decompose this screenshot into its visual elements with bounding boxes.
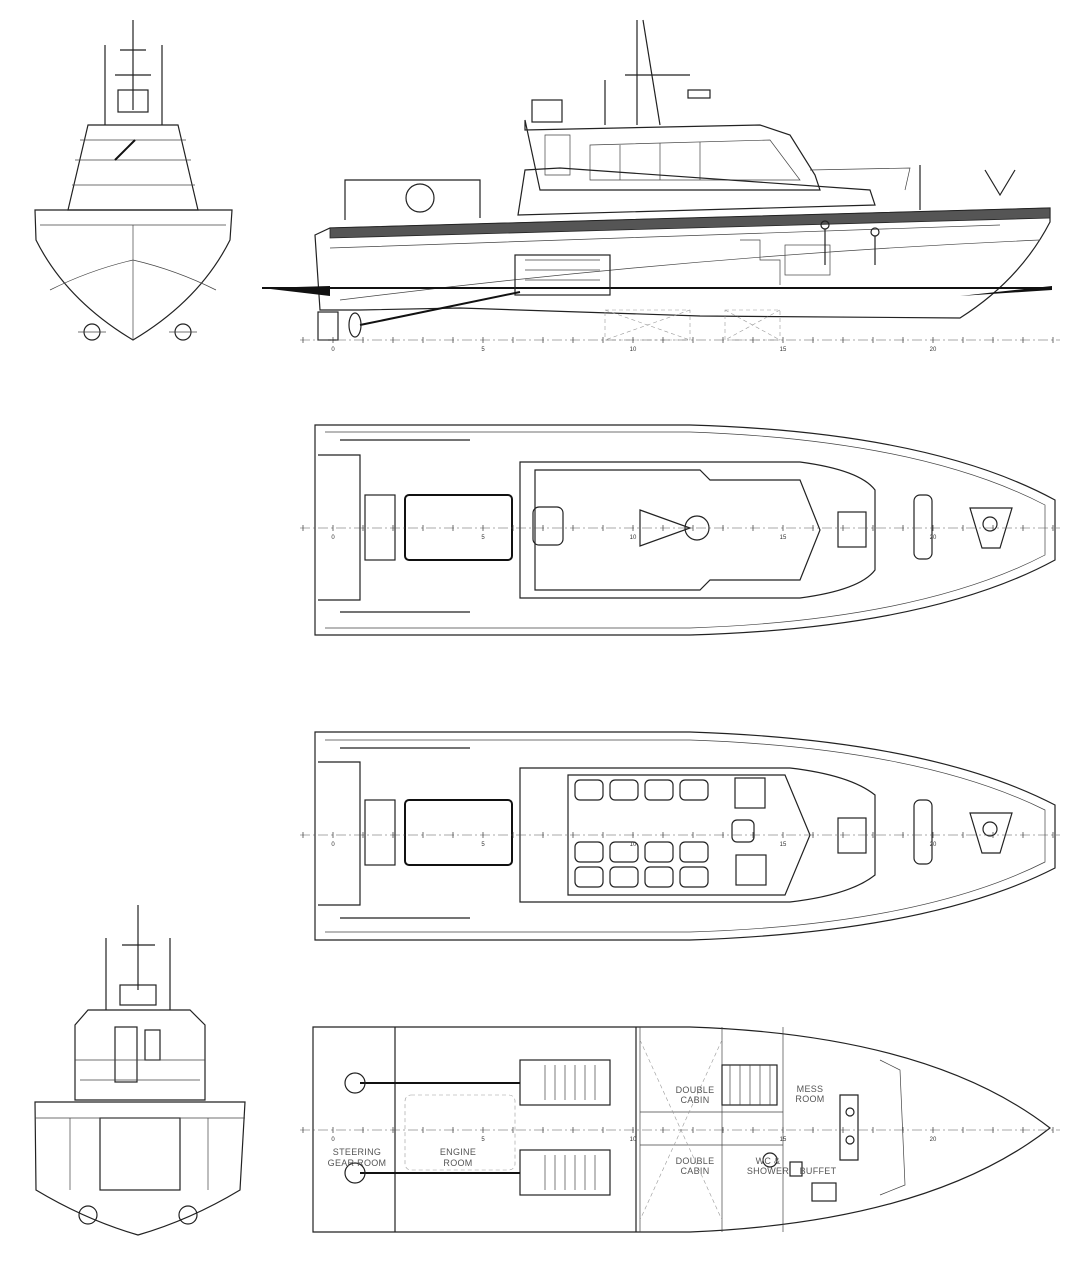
- engine-room-label-2: ROOM: [443, 1158, 472, 1168]
- profile-scale: 0 5 10 15 20: [302, 337, 1054, 353]
- passenger-seat: [574, 779, 604, 801]
- engine-starboard: [344, 1149, 611, 1196]
- profile-view: 0 5 10 15 20: [262, 19, 1060, 353]
- scale-tick-label: 5: [481, 1137, 485, 1143]
- scale-tick-label: 10: [630, 1137, 637, 1143]
- mess-room-label-1: MESS: [797, 1084, 824, 1094]
- scale-tick-label: 15: [780, 347, 787, 353]
- passenger-seat: [644, 841, 674, 863]
- upper-deck-plan: 0 5 10 15 20: [300, 424, 1060, 636]
- scale-tick-label: 10: [630, 347, 637, 353]
- wc-shower-label-2: SHOWER: [747, 1166, 790, 1176]
- lower-deck-scale: 0 5 10 15 20: [302, 1127, 1054, 1143]
- passenger-seat: [679, 866, 709, 888]
- scale-tick-label: 10: [630, 842, 637, 848]
- steering-gear-room-label-2: GEAR ROOM: [328, 1158, 387, 1168]
- scale-tick-label: 15: [780, 535, 787, 541]
- upper-deck-scale: 0 5 10 15 20: [302, 525, 1054, 541]
- passenger-seat: [574, 841, 604, 863]
- double-cabin-1-label-1: DOUBLE: [676, 1085, 715, 1095]
- scale-tick-label: 20: [930, 1137, 937, 1143]
- steering-gear-room-label-1: STEERING: [333, 1147, 381, 1157]
- scale-tick-label: 15: [780, 842, 787, 848]
- engine-port: [344, 1059, 611, 1106]
- passenger-seat: [609, 841, 639, 863]
- scale-tick-label: 0: [331, 347, 335, 353]
- scale-tick-label: 20: [930, 842, 937, 848]
- scale-tick-label: 5: [481, 842, 485, 848]
- scale-tick-label: 20: [930, 535, 937, 541]
- buffet-label: BUFFET: [800, 1166, 837, 1176]
- engine-room-label-1: ENGINE: [440, 1147, 476, 1157]
- scale-tick-label: 5: [481, 347, 485, 353]
- wc-shower-label-1: WC &: [756, 1156, 781, 1166]
- scale-tick-label: 5: [481, 535, 485, 541]
- mess-room-label-2: ROOM: [795, 1094, 824, 1104]
- scale-tick-label: 0: [331, 535, 335, 541]
- double-cabin-2-label-1: DOUBLE: [676, 1156, 715, 1166]
- passenger-seats: [574, 779, 709, 888]
- scale-tick-label: 0: [331, 1137, 335, 1143]
- passenger-seat: [644, 779, 674, 801]
- passenger-seat: [609, 866, 639, 888]
- double-cabin-2-label-2: CABIN: [680, 1166, 709, 1176]
- scale-tick-label: 0: [331, 842, 335, 848]
- passenger-seat: [574, 866, 604, 888]
- passenger-seat: [679, 841, 709, 863]
- scale-tick-label: 10: [630, 535, 637, 541]
- main-deck-plan: 0 5 10 15 20: [300, 731, 1060, 941]
- scale-tick-label: 15: [780, 1137, 787, 1143]
- main-deck-scale: 0 5 10 15 20: [302, 832, 1054, 848]
- passenger-seat: [609, 779, 639, 801]
- passenger-seat: [679, 779, 709, 801]
- double-cabin-1-label-2: CABIN: [680, 1095, 709, 1105]
- scale-tick-label: 20: [930, 347, 937, 353]
- passenger-seat: [644, 866, 674, 888]
- stern-elevation-view: [34, 905, 246, 1236]
- front-elevation-view: [34, 20, 233, 341]
